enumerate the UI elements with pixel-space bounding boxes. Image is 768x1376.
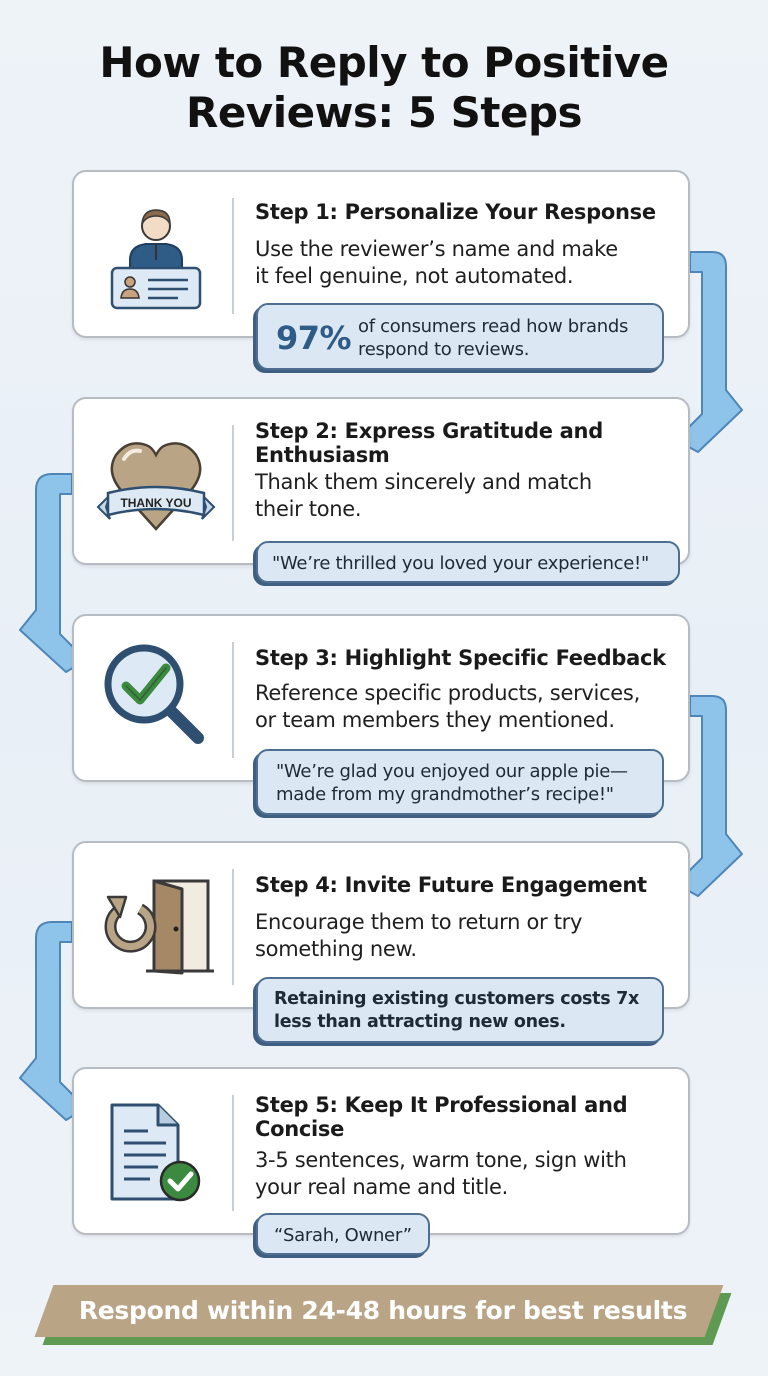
step-5-title: Step 5: Keep It Professional and Concise <box>255 1093 668 1141</box>
card-divider <box>232 1095 234 1211</box>
desc-line: 3-5 sentences, warm tone, sign with <box>255 1148 627 1172</box>
card-divider <box>232 198 234 314</box>
document-check-icon <box>96 1095 216 1215</box>
step-2-title: Step 2: Express Gratitude and Enthusiasm <box>255 419 668 467</box>
desc-line: their tone. <box>255 497 362 521</box>
card-divider <box>232 642 234 758</box>
title-line: Concise <box>255 1117 345 1141</box>
bottom-banner: Respond within 24-48 hours for best resu… <box>34 1285 732 1345</box>
callout-line: respond to reviews. <box>358 339 530 360</box>
title-line: Enthusiasm <box>255 443 390 467</box>
step-3-callout: "We’re glad you enjoyed our apple pie— m… <box>256 749 664 815</box>
title-line: Step 2: Express Gratitude and <box>255 419 603 443</box>
callout-line: "We’re glad you enjoyed our apple pie— <box>276 761 628 782</box>
step-4-callout: Retaining existing customers costs 7x le… <box>256 977 664 1043</box>
heart-thank-you-icon: THANK YOU <box>96 423 216 543</box>
title-line-2: Reviews: 5 Steps <box>185 88 583 137</box>
step-4-description: Encourage them to return or try somethin… <box>255 909 672 963</box>
step-5-callout: “Sarah, Owner” <box>256 1213 430 1255</box>
callout-line: made from my grandmother’s recipe!" <box>276 784 614 805</box>
desc-line: Thank them sincerely and match <box>255 470 592 494</box>
callout-line: Retaining existing customers costs 7x <box>274 989 639 1009</box>
step-1-callout: 97% of consumers read how brands respond… <box>256 303 664 370</box>
title-line-1: How to Reply to Positive <box>99 38 669 87</box>
desc-line: your real name and title. <box>255 1175 509 1199</box>
step-3-title: Step 3: Highlight Specific Feedback <box>255 646 666 670</box>
thank-you-label: THANK YOU <box>120 496 191 510</box>
callout-text: "We’re glad you enjoyed our apple pie— m… <box>276 760 628 806</box>
card-divider <box>232 425 234 541</box>
step-2-description: Thank them sincerely and match their ton… <box>255 469 672 523</box>
step-5-description: 3-5 sentences, warm tone, sign with your… <box>255 1147 672 1201</box>
id-card-person-icon <box>96 194 216 314</box>
banner-text: Respond within 24-48 hours for best resu… <box>78 1296 688 1325</box>
return-door-icon <box>96 867 216 987</box>
callout-line: “Sarah, Owner” <box>274 1225 412 1246</box>
desc-line: it feel genuine, not automated. <box>255 264 574 288</box>
desc-line: Reference specific products, services, <box>255 681 640 705</box>
stat-value: 97% <box>276 319 352 357</box>
step-2-callout: "We’re thrilled you loved your experienc… <box>256 541 680 583</box>
title-line: Step 5: Keep It Professional and <box>255 1093 628 1117</box>
desc-line: Encourage them to return or try <box>255 910 583 934</box>
step-4-title: Step 4: Invite Future Engagement <box>255 873 647 897</box>
page-title: How to Reply to Positive Reviews: 5 Step… <box>0 38 768 138</box>
callout-text: of consumers read how brands respond to … <box>358 315 628 361</box>
step-1-description: Use the reviewer’s name and make it feel… <box>255 236 672 290</box>
step-3-description: Reference specific products, services, o… <box>255 680 672 734</box>
desc-line: or team members they mentioned. <box>255 708 615 732</box>
desc-line: something new. <box>255 937 417 961</box>
callout-line: of consumers read how brands <box>358 316 629 337</box>
step-card-5: Step 5: Keep It Professional and Concise… <box>72 1067 690 1235</box>
card-divider <box>232 869 234 985</box>
callout-line: "We’re thrilled you loved your experienc… <box>272 553 649 574</box>
callout-text: "We’re thrilled you loved your experienc… <box>272 552 649 575</box>
step-1-title: Step 1: Personalize Your Response <box>255 200 656 224</box>
magnifier-check-icon <box>96 640 216 760</box>
callout-line: less than attracting new ones. <box>274 1012 566 1032</box>
callout-text: Retaining existing customers costs 7x le… <box>274 988 639 1034</box>
desc-line: Use the reviewer’s name and make <box>255 237 618 261</box>
step-card-2: THANK YOU Step 2: Express Gratitude and … <box>72 397 690 565</box>
callout-text: “Sarah, Owner” <box>274 1224 412 1247</box>
